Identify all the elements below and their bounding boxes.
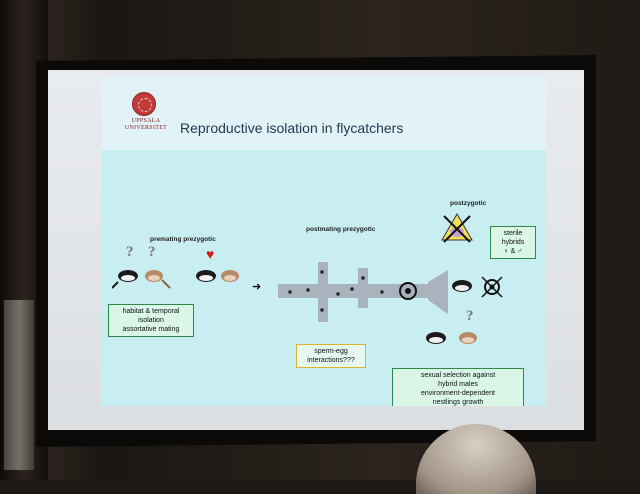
sexual-line-3: environment-dependent	[421, 390, 495, 397]
university-name: UPPSALA UNIVERSITET	[124, 118, 168, 131]
sperm-egg-box: sperm-egg interactions???	[296, 344, 366, 368]
sexual-line-4: nestlings growth	[432, 399, 484, 406]
slide-title: Reproductive isolation in flycatchers	[180, 120, 404, 136]
sterile-hybrid-bird-icon	[441, 212, 473, 243]
presentation-slide: UPPSALA UNIVERSITET Reproductive isolati…	[102, 76, 546, 406]
label-premating: premating prezygotic	[150, 236, 216, 243]
doorway	[4, 300, 34, 470]
sperm-line-1: sperm-egg	[314, 348, 348, 355]
question-mark-2: ?	[148, 244, 156, 260]
habitat-line-2: isolation	[138, 317, 164, 324]
sterile-line-3: ♀ & ♂	[503, 248, 523, 255]
sterile-line-1: sterile	[503, 230, 523, 237]
arrow-icon: ➜	[252, 281, 262, 293]
label-postzygotic: postzygotic	[450, 200, 487, 207]
heart-icon: ♥	[206, 246, 215, 262]
sterile-hybrids-box: sterile hybrids ♀ & ♂	[490, 226, 536, 259]
sperm-line-2: interactions???	[307, 357, 355, 364]
sexual-line-1: sexual selection against	[420, 372, 496, 379]
habitat-isolation-box: habitat & temporal isolation assortative…	[108, 304, 194, 337]
question-mark-1: ?	[126, 244, 134, 260]
habitat-line-1: habitat & temporal	[122, 308, 180, 315]
university-seal-icon	[132, 92, 156, 116]
sexual-line-2: hybrid males	[438, 381, 478, 388]
reproductive-tract-diagram	[278, 262, 448, 322]
sexual-selection-box: sexual selection against hybrid males en…	[392, 368, 524, 406]
flycatcher-mating-pair-icon	[196, 270, 239, 282]
habitat-line-3: assortative mating	[122, 326, 180, 333]
label-postmating: postmating prezygotic	[306, 226, 376, 233]
sterile-line-2: hybrids	[501, 239, 525, 246]
flycatcher-pair-icon	[112, 270, 171, 289]
question-mark-3: ?	[466, 308, 474, 324]
hybrid-bird-egg-icon	[452, 276, 503, 298]
flycatcher-selection-pair-icon	[426, 332, 477, 344]
slide-header	[102, 76, 546, 150]
